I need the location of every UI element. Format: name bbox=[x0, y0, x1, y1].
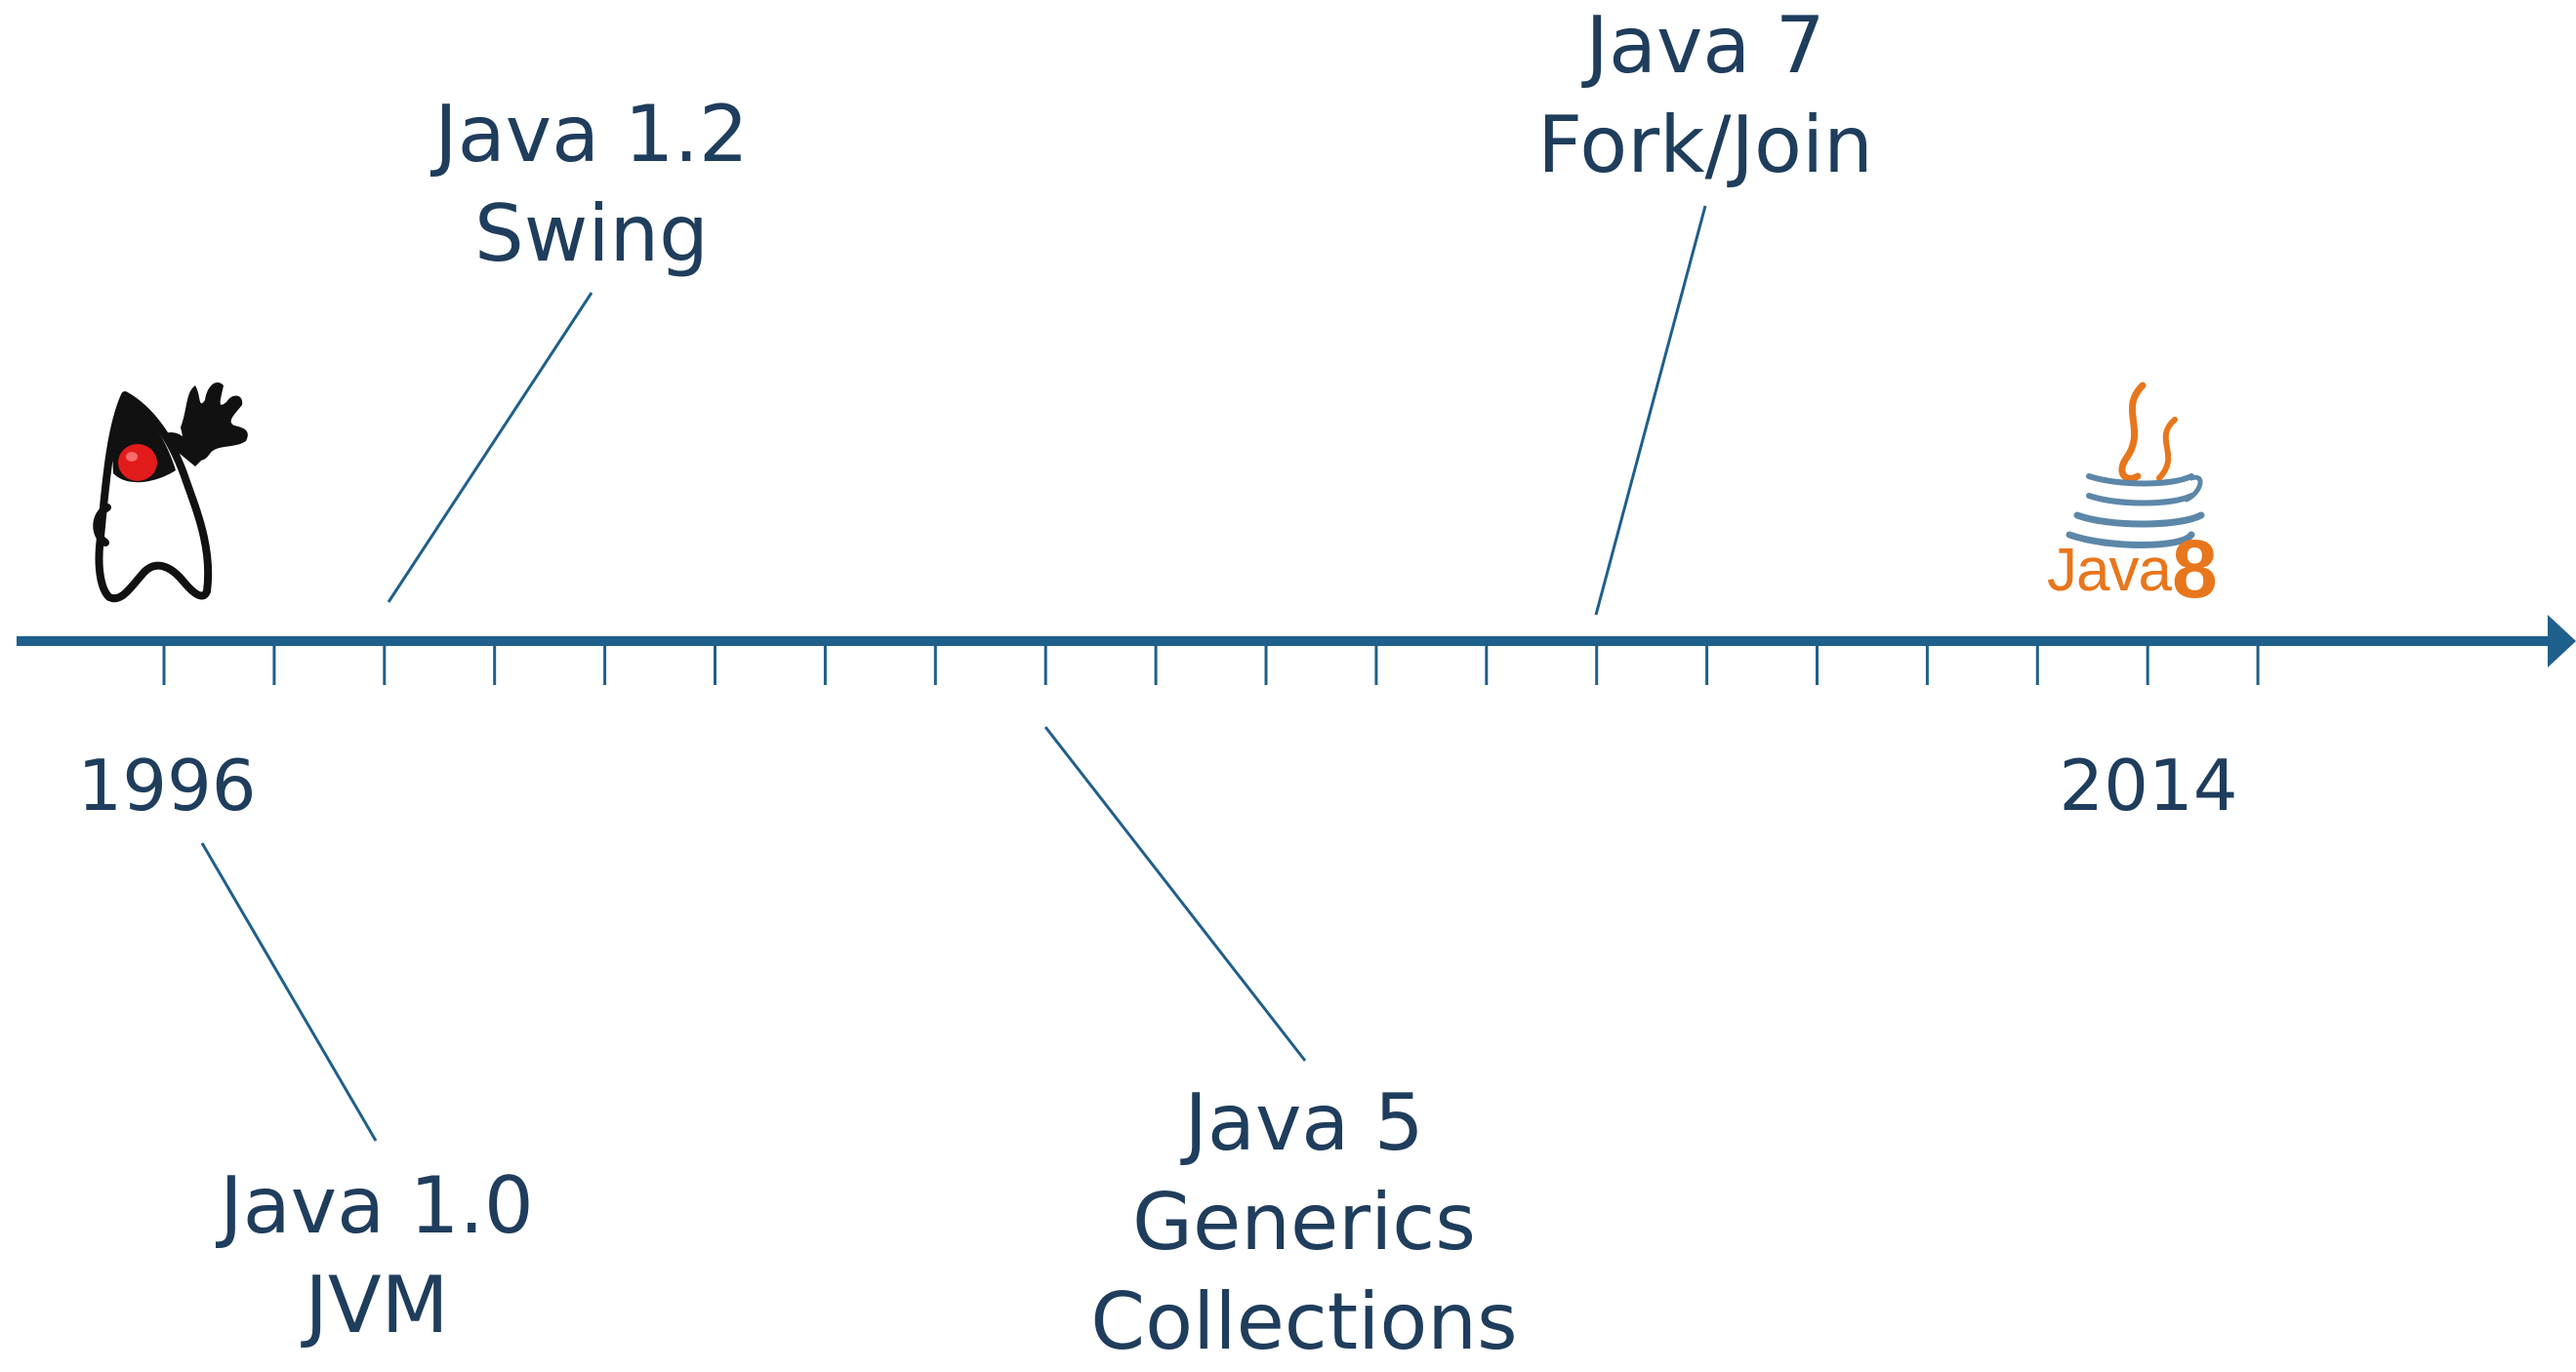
milestone-feature: JVM bbox=[305, 1260, 449, 1351]
start-year-label: 1996 bbox=[77, 745, 257, 827]
milestone-version: Java 1.2 bbox=[434, 89, 749, 180]
milestone-version: Java 5 bbox=[1184, 1077, 1424, 1168]
milestone-feature: Fork/Join bbox=[1537, 100, 1873, 190]
milestone-feature-extra: Collections bbox=[1090, 1276, 1518, 1367]
connector-java-7 bbox=[1594, 205, 1707, 616]
connector-java-1-0 bbox=[200, 842, 378, 1142]
milestone-feature: Generics bbox=[1132, 1177, 1476, 1268]
end-year-label: 2014 bbox=[2059, 745, 2238, 827]
java8-logo-word: Java bbox=[2047, 537, 2172, 604]
duke-mascot-icon bbox=[93, 382, 248, 603]
connector-java-5 bbox=[1043, 726, 1307, 1062]
milestone-java-5: Java 5 Generics Collections bbox=[1090, 1073, 1517, 1372]
java8-logo-number: 8 bbox=[2172, 523, 2218, 615]
timeline-ticks bbox=[162, 646, 2260, 685]
milestone-feature: Swing bbox=[474, 188, 709, 279]
java-coffee-cup-icon bbox=[2065, 382, 2205, 548]
milestone-java-7: Java 7 Fork/Join bbox=[1537, 0, 1873, 195]
milestone-java-1-2: Java 1.2 Swing bbox=[434, 85, 749, 284]
connector-java-1-2 bbox=[387, 292, 593, 603]
milestone-java-1-0: Java 1.0 JVM bbox=[220, 1156, 534, 1355]
milestone-version: Java 1.0 bbox=[220, 1160, 534, 1251]
milestone-version: Java 7 bbox=[1585, 0, 1825, 91]
timeline-arrowhead bbox=[2548, 615, 2576, 667]
java8-logo: Java 8 bbox=[2047, 523, 2242, 620]
